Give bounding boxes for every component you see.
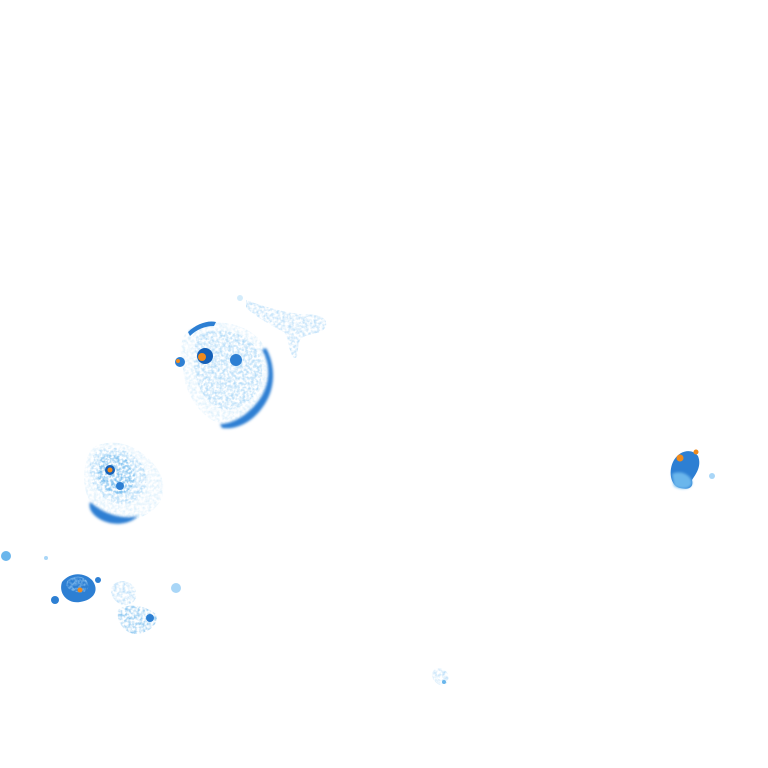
- storm-cell-2-core-b: [116, 482, 124, 490]
- storm-cell-1-rim-left: [188, 321, 216, 336]
- storm-cell-4: [111, 581, 181, 634]
- storm-cell-3: [1, 551, 101, 604]
- storm-cell-3-speck: [44, 556, 48, 560]
- storm-cell-1-core-extreme: [198, 353, 206, 361]
- storm-cell-5: [670, 449, 715, 489]
- storm-cell-1-rim: [220, 348, 274, 429]
- storm-cell-4-core: [146, 614, 154, 622]
- storm-cell-1-core-3b: [176, 359, 180, 363]
- storm-cell-1: [175, 295, 327, 429]
- storm-cell-6-main: [431, 668, 449, 686]
- storm-cell-6: [431, 668, 449, 686]
- storm-cell-4-lower: [117, 605, 157, 634]
- storm-cell-5-speck: [709, 473, 715, 479]
- storm-cell-2: [84, 442, 164, 524]
- storm-cell-3-core: [77, 587, 83, 593]
- storm-cell-5-core: [676, 454, 684, 462]
- storm-cell-3-west: [51, 596, 59, 604]
- storm-cell-3-light: [66, 576, 89, 593]
- storm-cell-4-upper: [111, 581, 137, 606]
- storm-cell-3-dot: [95, 577, 101, 583]
- storm-cell-1-tail-dot: [237, 295, 243, 301]
- storm-cell-5-light: [672, 472, 692, 489]
- storm-cell-1-light: [194, 330, 263, 410]
- storm-cell-2-core-extreme: [107, 467, 113, 473]
- storm-cell-3-far-west: [1, 551, 11, 561]
- storm-cell-4-east: [171, 583, 181, 593]
- storm-cell-1-core-2: [230, 354, 242, 366]
- storm-cell-5-core-b: [693, 449, 699, 455]
- storm-cell-2-base: [89, 502, 138, 524]
- storm-cell-1-trail: [246, 300, 327, 358]
- storm-cell-6-dot: [442, 680, 446, 684]
- storm-cell-2-moderate: [98, 455, 135, 495]
